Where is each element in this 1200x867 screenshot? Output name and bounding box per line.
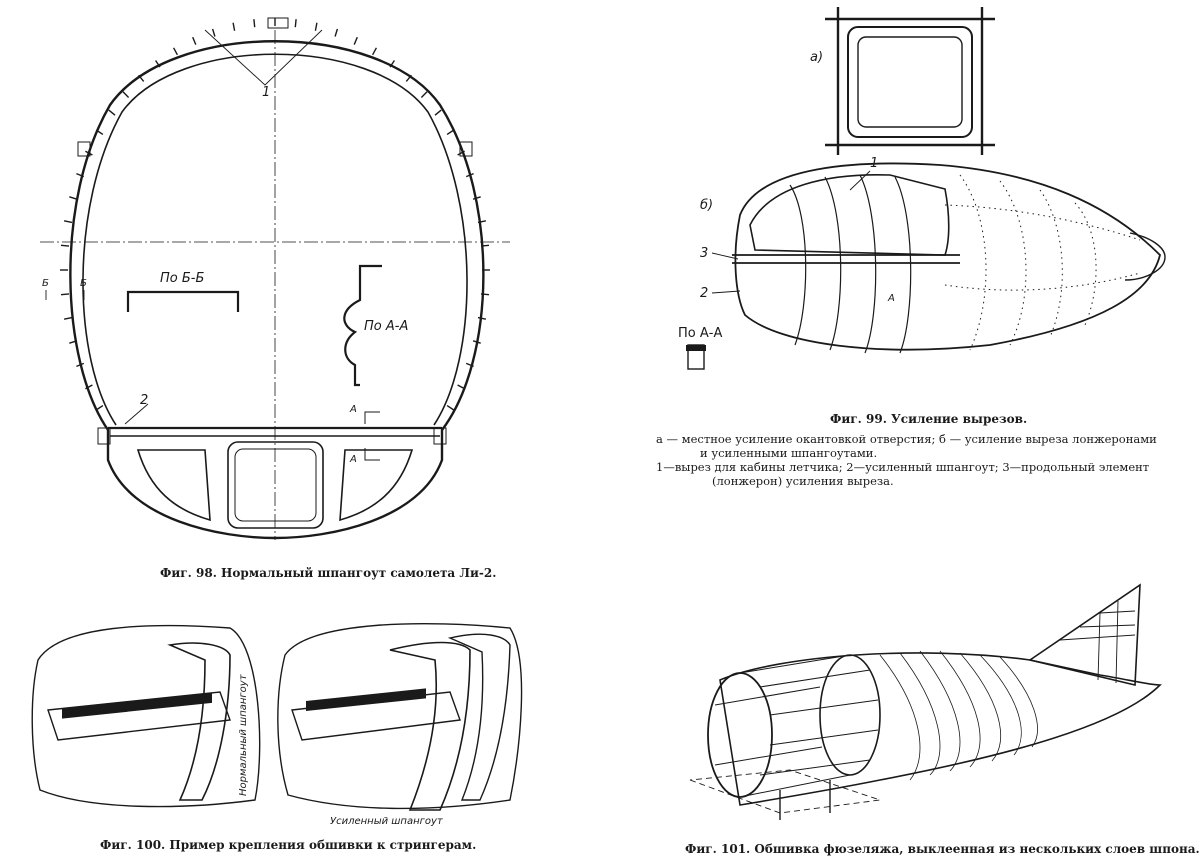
section-mark-b-right: Б <box>80 278 87 289</box>
cage-ring-front <box>707 672 773 798</box>
section-a-arrow-lower <box>364 448 380 461</box>
fig99-desc-line3: 1—вырез для кабины летчика; 2—усиленный … <box>656 460 1150 474</box>
section-aa-profile <box>343 264 382 387</box>
gusset-upper-left <box>77 141 91 157</box>
nose-cone <box>1124 232 1166 281</box>
label-reinforced-frame: Усиленный шпангоут <box>330 816 444 827</box>
section-mark-a-lower: А <box>349 454 357 465</box>
fuselage-body <box>719 652 1162 806</box>
plywood-strips <box>879 650 1038 781</box>
reinforced-frames <box>789 174 912 354</box>
fuselage-outline <box>734 162 1161 351</box>
frame-outer-contour <box>69 40 485 540</box>
label-normal-frame: Нормальный шпангоут <box>238 673 249 796</box>
stringer-reinforced <box>291 688 461 741</box>
fig99-callout-3-leader <box>711 252 739 260</box>
label-po-aa: По А-А <box>364 319 408 334</box>
callout-1-leader <box>204 29 323 86</box>
section-bb-profile <box>126 290 240 312</box>
section-a-arrow-upper <box>364 411 380 424</box>
lower-cell-center-inner <box>234 448 317 522</box>
lower-cell-left <box>136 449 211 522</box>
callout-1: 1 <box>262 85 270 100</box>
support-stand <box>689 769 881 814</box>
frame-stringer-cutouts <box>60 18 490 411</box>
tail-fin <box>1028 583 1141 687</box>
label-po-bb: По Б-Б <box>160 271 204 286</box>
lower-cell-center <box>227 441 324 529</box>
section-mark-b-left: Б <box>42 278 49 289</box>
fig99-desc-line1: а — местное усиление окантовкой отверсти… <box>656 432 1157 446</box>
lower-cell-right <box>339 449 414 522</box>
gusset-upper-right <box>459 141 473 157</box>
fig99-callout-1-leader <box>849 170 871 191</box>
fig99-callout-1: 1 <box>870 156 878 171</box>
fig100-caption: Фиг. 100. Пример крепления обшивки к стр… <box>100 838 477 852</box>
stringer-normal <box>47 691 231 741</box>
cage-stringers <box>714 654 879 798</box>
frame-a-outer-ring <box>847 26 973 138</box>
skin-panel-reinforced <box>277 622 523 810</box>
fig99-label-po-aa: По А-А <box>678 326 722 341</box>
fig99-desc-line2: и усиленными шпангоутами. <box>700 446 878 460</box>
fig99-callout-3: 3 <box>700 246 708 261</box>
fig99-label-a: а) <box>810 50 823 65</box>
callout-2-leader <box>124 403 149 425</box>
cockpit-cutout-1 <box>749 173 950 256</box>
fig99-caption: Фиг. 99. Усиление вырезов. <box>830 412 1028 426</box>
fig98-drawing: 1 2 По Б-Б Б Б По А-А А А <box>40 17 510 540</box>
fig99-callout-2: 2 <box>700 286 708 301</box>
section-mark-a-upper: А <box>349 404 357 415</box>
fig99-label-section-a: А <box>887 293 895 304</box>
normal-frame <box>167 642 231 801</box>
fig101-drawing <box>689 583 1162 820</box>
fig98-caption: Фиг. 98. Нормальный шпангоут самолета Ли… <box>160 566 497 580</box>
fig99-description: а — местное усиление окантовкой отверсти… <box>656 432 1196 488</box>
reinforced-frame-flange <box>447 633 511 801</box>
reinforced-frame <box>389 641 471 811</box>
fig99-callout-2-leader <box>711 290 741 294</box>
gusset-left <box>97 427 111 445</box>
fig101-caption: Фиг. 101. Обшивка фюзеляжа, выклеенная и… <box>685 842 1200 856</box>
skin-panel-normal <box>31 624 261 808</box>
fig99-desc-line4: (лонжерон) усиления выреза. <box>712 474 894 488</box>
tail-fin-ribs <box>1059 600 1136 684</box>
rivet-lines <box>944 174 1141 351</box>
callout-2: 2 <box>140 393 148 408</box>
fig99a-drawing: а) <box>810 7 995 155</box>
frame-a-inner-ring <box>857 36 963 128</box>
section-aa-detail-cap <box>686 345 706 351</box>
fig100-drawing: Нормальный шпангоут Усиленный шпангоут <box>31 622 523 827</box>
fig99b-drawing: б) 1 3 2 А По А-А <box>678 156 1166 370</box>
gusset-right <box>433 427 447 445</box>
fig99-label-b: б) <box>700 198 713 213</box>
gusset-top <box>267 17 289 29</box>
